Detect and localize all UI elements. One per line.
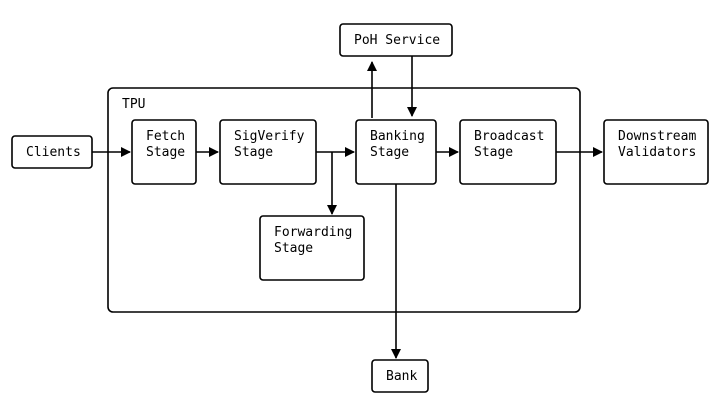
sigverify-stage-node: SigVerify Stage (219, 119, 317, 185)
broadcast-stage-line1: Broadcast (474, 129, 544, 144)
clients-label: Clients (26, 145, 81, 160)
poh-service-node: PoH Service (339, 23, 453, 57)
forwarding-stage-line2: Stage (274, 241, 313, 256)
downstream-validators-line2: Validators (618, 145, 696, 160)
downstream-validators-line1: Downstream (618, 129, 696, 144)
broadcast-stage-node: Broadcast Stage (459, 119, 557, 185)
downstream-validators-node: Downstream Validators (603, 119, 709, 185)
tpu-frame: TPU (107, 87, 581, 313)
fetch-stage-line2: Stage (146, 145, 185, 160)
banking-stage-node: Banking Stage (355, 119, 437, 185)
forwarding-stage-node: Forwarding Stage (259, 215, 365, 281)
poh-service-label: PoH Service (354, 33, 440, 48)
forwarding-stage-line1: Forwarding (274, 225, 352, 240)
tpu-frame-label: TPU (122, 97, 145, 112)
sigverify-stage-line1: SigVerify (234, 129, 305, 144)
banking-stage-line1: Banking (370, 129, 425, 144)
fetch-stage-line1: Fetch (146, 129, 185, 144)
fetch-stage-node: Fetch Stage (131, 119, 197, 185)
sigverify-stage-line2: Stage (234, 145, 273, 160)
broadcast-stage-line2: Stage (474, 145, 513, 160)
bank-label: Bank (386, 369, 417, 384)
bank-node: Bank (371, 359, 429, 393)
banking-stage-line2: Stage (370, 145, 409, 160)
clients-node: Clients (11, 135, 93, 169)
